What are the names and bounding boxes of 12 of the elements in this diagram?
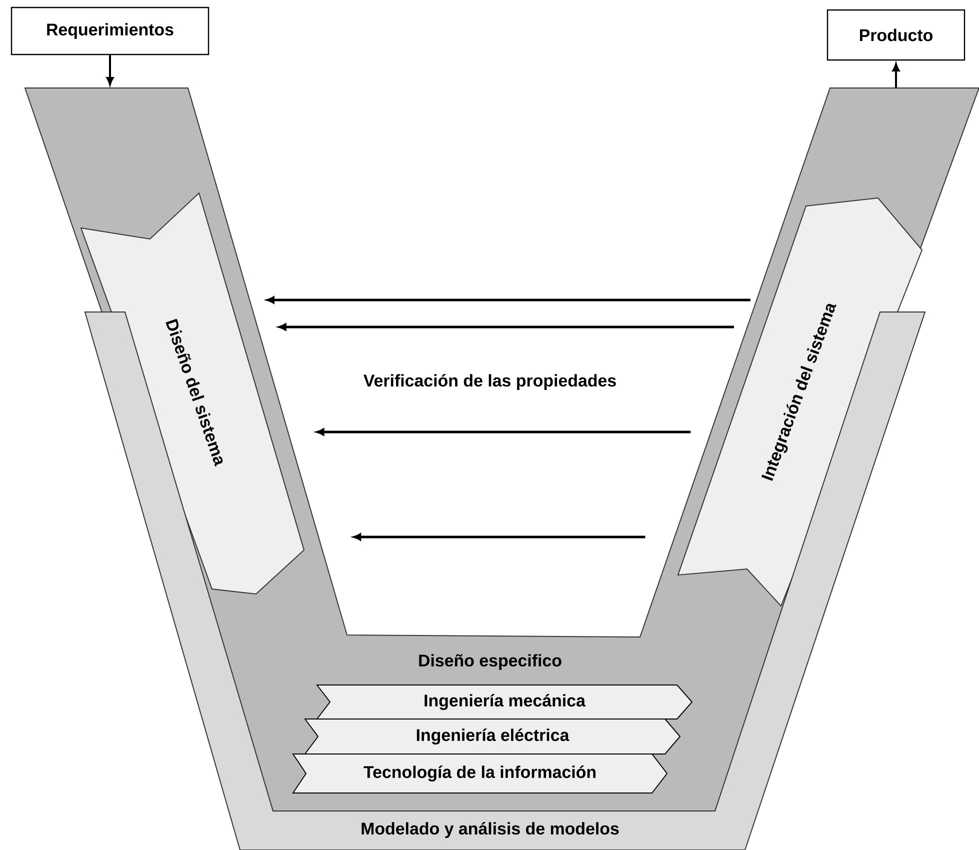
caption-text: Verificación de las propiedades (364, 374, 616, 390)
chevron-band: Ingeniería mecánica (316, 684, 693, 720)
label-box: Requerimientos (10, 6, 210, 56)
chevron-band: Ingeniería eléctrica (304, 718, 681, 754)
arrow (892, 63, 900, 88)
chevron-band: Tecnología de la información (292, 754, 668, 794)
arrow (266, 296, 750, 304)
arrow (316, 428, 691, 436)
label-box: Producto (826, 9, 966, 61)
arrow (353, 533, 646, 541)
arrow (278, 323, 734, 331)
arrow (106, 55, 114, 86)
